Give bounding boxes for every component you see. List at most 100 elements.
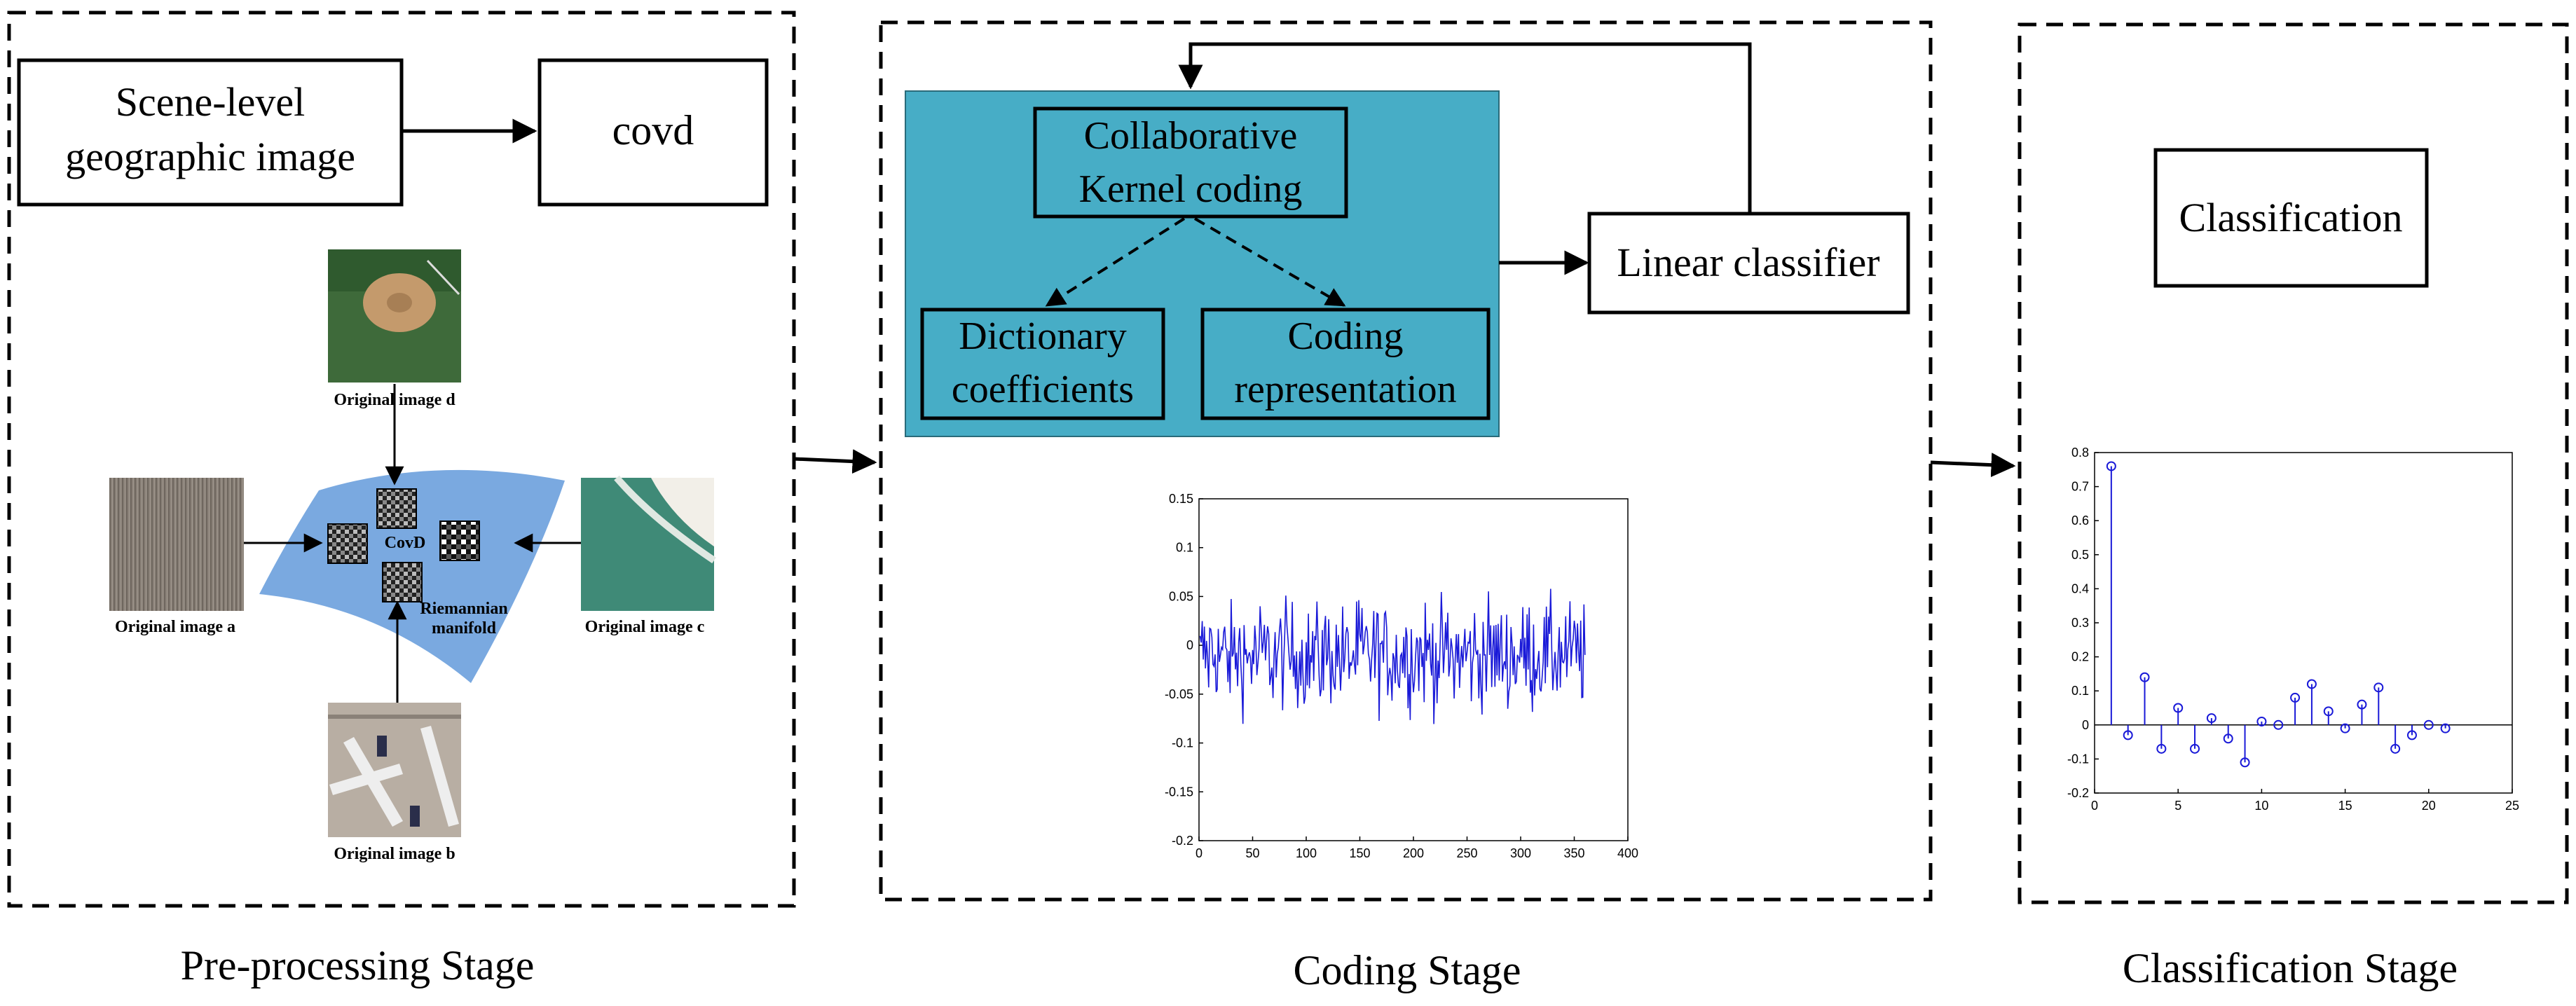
coding-chart-ytick-label: -0.15 <box>1165 785 1193 799</box>
classification-box: Classification <box>2153 148 2429 288</box>
classification-label: Classification <box>2179 195 2403 240</box>
dashed-arrow-to-coding <box>1193 217 1346 307</box>
original-image-c-label: Original image c <box>585 618 705 636</box>
classification-stem-marker <box>2173 703 2184 713</box>
coding-chart-xtick-label: 100 <box>1296 846 1317 860</box>
classification-stem-marker <box>2273 719 2284 730</box>
collaborative-kernel-coding-box: Collaborative Kernel coding <box>1033 106 1348 219</box>
classification-stem-marker <box>2357 699 2367 710</box>
coding-chart-xtick-label: 200 <box>1403 846 1424 860</box>
classification-chart-xtick-label: 0 <box>2091 799 2098 813</box>
dictionary-label-line2: coefficients <box>952 368 1134 411</box>
covd-label: covd <box>612 107 694 153</box>
covd-center-label: CovD <box>385 534 426 552</box>
scene-level-label-line2: geographic image <box>65 134 355 179</box>
classification-stage-title: Classification Stage <box>2123 945 2458 991</box>
classification-stem-marker <box>2106 461 2116 471</box>
coding-signal-series <box>1199 588 1586 724</box>
covd-tile-bottom <box>382 562 423 602</box>
coding-chart-ytick-label: 0.1 <box>1176 541 1193 555</box>
classification-chart-ytick-label: -0.2 <box>2067 786 2089 800</box>
coding-stage-frame <box>879 20 1933 902</box>
preprocessing-stage-title: Pre-processing Stage <box>181 942 535 988</box>
classification-chart-ytick-label: 0.2 <box>2071 650 2089 664</box>
classification-stem-marker <box>2139 672 2150 682</box>
scene-level-label-line1: Scene-level <box>116 79 306 125</box>
dictionary-coefficients-box: Dictionary coefficients <box>920 308 1165 420</box>
coding-chart-ytick-label: -0.05 <box>1165 687 1193 701</box>
classification-chart-ytick-label: 0.7 <box>2071 480 2089 494</box>
classification-chart-xtick-label: 25 <box>2505 799 2519 813</box>
classification-chart-ytick-label: 0.6 <box>2071 514 2089 528</box>
riemannian-label-line2: manifold <box>432 619 497 638</box>
feedback-arrow <box>1178 42 1752 214</box>
classification-chart-ytick-label: 0.3 <box>2071 616 2089 630</box>
classification-stem-marker <box>2340 723 2350 733</box>
coding-chart-xtick-label: 150 <box>1349 846 1370 860</box>
original-image-a-label: Original image a <box>115 618 235 636</box>
classification-chart-axes <box>2094 452 2513 794</box>
coding-chart-ytick-label: 0.05 <box>1169 589 1193 603</box>
coding-chart-xtick-label: 300 <box>1510 846 1531 860</box>
arrow-coding-to-classification <box>1930 453 2016 478</box>
arrow-preprocessing-to-coding <box>793 449 877 474</box>
coding-repr-label-line1: Coding <box>1288 315 1404 358</box>
classification-stem-marker <box>2123 730 2133 740</box>
classification-chart-ytick-label: 0.8 <box>2071 446 2089 460</box>
coding-chart-xtick-label: 50 <box>1245 846 1259 860</box>
covd-tile-left <box>327 523 368 564</box>
classification-stem-marker <box>2306 679 2317 689</box>
coding-chart-ytick-label: -0.1 <box>1172 736 1193 750</box>
classification-stem-marker <box>2190 743 2200 754</box>
dictionary-label-line1: Dictionary <box>959 315 1126 358</box>
coding-representation-box: Coding representation <box>1200 308 1491 420</box>
classification-chart-ytick-label: 0.1 <box>2071 684 2089 698</box>
covd-tile-right <box>439 521 480 561</box>
linear-classifier-label: Linear classifier <box>1617 240 1879 285</box>
dashed-arrow-to-dictionary <box>1045 217 1186 307</box>
classification-stem-marker <box>2406 730 2417 740</box>
coding-stage-title: Coding Stage <box>1294 947 1521 993</box>
classification-chart-xtick-label: 5 <box>2174 799 2181 813</box>
classification-chart-ytick-label: 0.4 <box>2071 581 2089 595</box>
original-image-b <box>328 703 461 837</box>
coding-chart-xtick-label: 250 <box>1456 846 1477 860</box>
coding-chart-xtick-label: 400 <box>1617 846 1638 860</box>
coding-chart-axes <box>1198 498 1629 841</box>
classification-chart-ytick-label: 0.5 <box>2071 548 2089 562</box>
coding-chart-xtick-label: 350 <box>1563 846 1584 860</box>
classification-chart-xtick-label: 20 <box>2422 799 2436 813</box>
classification-chart-ytick-label: 0 <box>2082 718 2089 732</box>
collab-label-line2: Kernel coding <box>1079 167 1303 211</box>
original-image-a <box>109 478 244 611</box>
coding-chart-xtick-label: 0 <box>1195 846 1203 860</box>
riemannian-label-line1: Riemannian <box>420 600 507 618</box>
linear-classifier-box: Linear classifier <box>1587 212 1910 315</box>
classification-stem-marker <box>2390 743 2401 754</box>
classification-chart-xtick-label: 10 <box>2254 799 2268 813</box>
classification-stem-marker <box>2156 743 2167 754</box>
classification-stem-marker <box>2423 719 2434 730</box>
classification-chart-ytick-label: -0.1 <box>2067 752 2089 766</box>
coding-chart-ytick-label: 0.15 <box>1169 492 1193 506</box>
classification-stem-marker <box>2373 682 2384 693</box>
classification-stem-marker <box>2323 706 2334 717</box>
classification-stem-marker <box>2206 713 2217 724</box>
coding-signal-chart: 0 50 100 150 200 250 300 350 400 0.15 0.1 0.05 0 -0.0… <box>1165 492 1638 860</box>
coding-repr-label-line2: representation <box>1234 368 1456 411</box>
classification-stage-frame <box>2017 22 2569 904</box>
scene-level-image-box: Scene-level geographic image <box>17 58 404 207</box>
classification-stem-marker <box>2290 692 2301 703</box>
classification-stem-marker <box>2256 716 2267 726</box>
covd-tile-top <box>376 488 417 529</box>
coding-chart-ytick-label: 0 <box>1186 638 1193 652</box>
original-image-d <box>328 249 461 383</box>
covd-box: covd <box>537 58 769 207</box>
original-image-c <box>581 475 716 611</box>
coding-chart-ytick-label: -0.2 <box>1172 834 1193 848</box>
classification-stem-marker <box>2240 757 2250 768</box>
collab-label-line1: Collaborative <box>1084 114 1298 158</box>
classification-stem-marker <box>2440 723 2451 733</box>
